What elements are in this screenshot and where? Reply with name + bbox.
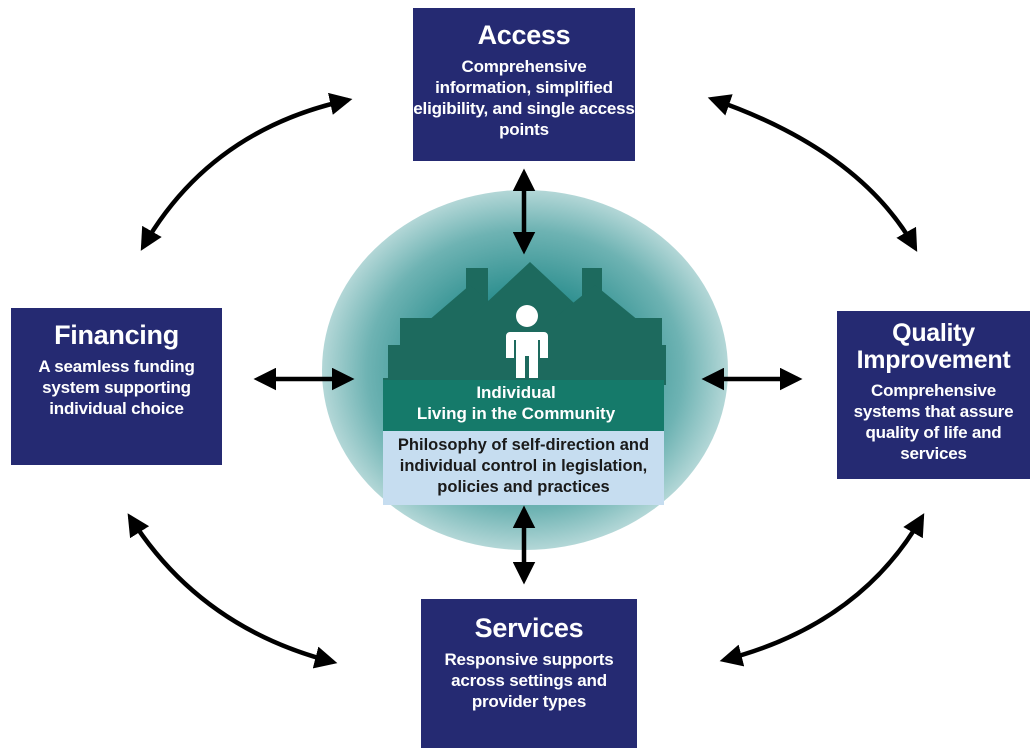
quality-improvement-box: Quality Improvement Comprehensive system… — [837, 311, 1030, 479]
services-title: Services — [474, 613, 584, 643]
person-icon — [506, 305, 548, 378]
arrow-access-quality — [707, 94, 918, 252]
financing-box: Financing A seamless funding system supp… — [11, 308, 222, 465]
access-description: Comprehensive information, simplified el… — [413, 57, 635, 139]
services-box: Services Responsive supports across sett… — [421, 599, 637, 748]
center-label: Individual Living in the Community — [388, 382, 644, 424]
center-label-line1: Individual — [476, 383, 556, 402]
access-box: Access Comprehensive information, simpli… — [413, 8, 635, 161]
center-label-line2: Living in the Community — [416, 404, 616, 423]
access-title: Access — [477, 20, 571, 50]
services-description: Responsive supports across settings and … — [444, 650, 614, 711]
financing-description: A seamless funding system supporting ind… — [38, 357, 195, 418]
arrow-financing-services — [127, 513, 338, 669]
quality-description: Comprehensive systems that assure qualit… — [853, 381, 1014, 463]
quality-title: Quality Improvement — [856, 319, 1011, 374]
arrow-access-financing — [140, 92, 353, 251]
philosophy-box: Philosophy of self-direction and individ… — [383, 431, 664, 505]
financing-title: Financing — [54, 320, 179, 350]
arrow-quality-services — [719, 513, 925, 667]
